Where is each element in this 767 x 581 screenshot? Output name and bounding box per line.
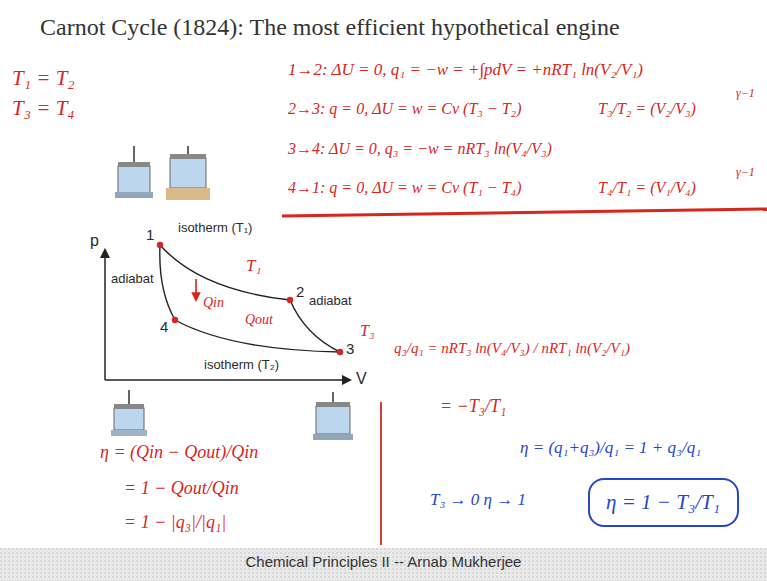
heat-label: Qout <box>245 312 273 328</box>
curve-label: adiabat <box>309 294 352 309</box>
curve-label: isotherm (T₂) <box>204 358 279 373</box>
v-axis <box>105 379 350 381</box>
cylinder-icon <box>313 392 353 440</box>
ratio-equation: q₃/q₁ = nRT₃ ln(V₄/V₃) / nRT₁ ln(V₂/V₁) <box>394 340 630 357</box>
efficiency-equation: = 1 − Qout/Qin <box>124 478 239 499</box>
efficiency-equation: η = (q₁+q₃)/q₁ = 1 + q₃/q₁ <box>520 438 701 458</box>
temperature-note: T₁ <box>246 256 261 276</box>
exponent: γ−1 <box>736 87 755 101</box>
isotherm-curve <box>160 245 290 300</box>
slide-title: Carnot Cycle (1824): The most efficient … <box>40 14 620 42</box>
result-equation: η = 1 − T₃/T₁ <box>606 490 721 514</box>
curve-label: adiabat <box>111 272 154 287</box>
state-point <box>337 349 343 355</box>
axis-label: V <box>356 370 367 388</box>
step-equation: 1→2: ΔU = 0, q₁ = −w = +∫pdV = +nRT₁ ln(… <box>288 60 643 80</box>
efficiency-equation: = 1 − |q₃|/|q₁| <box>124 512 226 533</box>
adiabat-curve <box>160 245 175 320</box>
heat-label: Qin <box>203 295 224 311</box>
step-equation: 4→1: q = 0, ΔU = w = Cv (T₁ − T₄) <box>288 179 521 197</box>
equation-note: T₁ = T₂ <box>12 66 75 90</box>
divider-line <box>380 402 382 545</box>
axis-label: p <box>90 232 99 250</box>
state-number: 1 <box>146 226 154 243</box>
state-point <box>157 242 163 248</box>
limit-note: T₃ → 0 η → 1 <box>430 490 526 510</box>
efficiency-equation: η = (Qin − Qout)/Qin <box>100 442 258 463</box>
step-equation: 2→3: q = 0, ΔU = w = Cv (T₃ − T₂) <box>288 100 521 118</box>
state-point <box>287 297 293 303</box>
state-number: 3 <box>346 340 354 357</box>
cylinder-icon <box>166 146 210 200</box>
state-number: 2 <box>296 283 304 300</box>
ratio-equation: T₄/T₁ = (V₁/V₄) <box>598 179 696 197</box>
state-number: 4 <box>160 318 168 335</box>
equation-note: T₃ = T₄ <box>12 96 75 120</box>
exponent: γ−1 <box>736 166 755 180</box>
p-axis <box>104 250 106 380</box>
step-equation: 3→4: ΔU = 0, q₃ = −w = nRT₃ ln(V₄/V₃) <box>288 140 552 158</box>
temperature-note: T₃ <box>360 322 374 340</box>
slide-footer: Chemical Principles II -- Arnab Mukherje… <box>246 553 522 570</box>
separator-line <box>282 209 767 216</box>
curve-label: isotherm (T₁) <box>178 221 252 236</box>
cylinder-icon <box>111 390 147 436</box>
ratio-equation: T₃/T₂ = (V₂/V₃) <box>598 100 696 118</box>
result-equation: = −T₃/T₁ <box>440 396 506 417</box>
state-point <box>172 317 178 323</box>
heat-arrow <box>195 279 197 300</box>
result-box: η = 1 − T₃/T₁ <box>588 478 739 527</box>
cylinder-icon <box>115 146 153 198</box>
footer-band <box>0 548 767 581</box>
